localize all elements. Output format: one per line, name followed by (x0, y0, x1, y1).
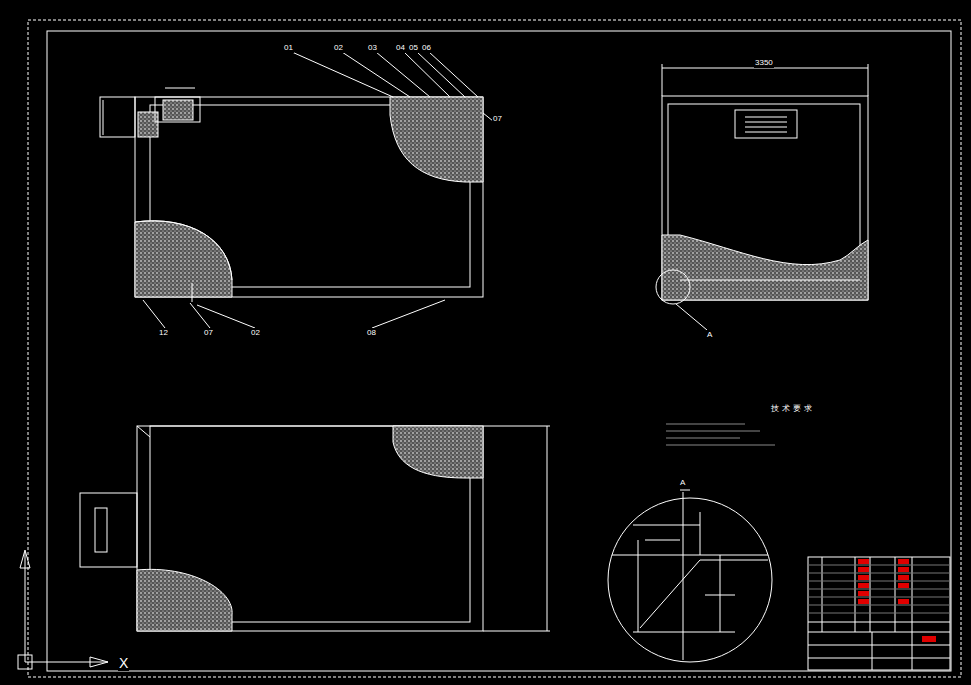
callout-number: 04 (395, 43, 406, 53)
section-mark: A (706, 330, 713, 340)
detail-mark: A (679, 478, 686, 488)
callout-number: 01 (283, 43, 294, 53)
callout-number: 06 (421, 43, 432, 53)
callout-number: 07 (492, 114, 503, 124)
callout-number: 02 (333, 43, 344, 53)
callout-number: 03 (367, 43, 378, 53)
notes-heading: 技术要求 (770, 404, 816, 414)
callout-number: 08 (366, 328, 377, 338)
axis-label: X (118, 655, 129, 671)
callout-number: 05 (408, 43, 419, 53)
callout-number: 02 (250, 328, 261, 338)
dimension-text: 3350 (754, 58, 774, 68)
callout-number: 12 (158, 328, 169, 338)
callout-number: 07 (203, 328, 214, 338)
